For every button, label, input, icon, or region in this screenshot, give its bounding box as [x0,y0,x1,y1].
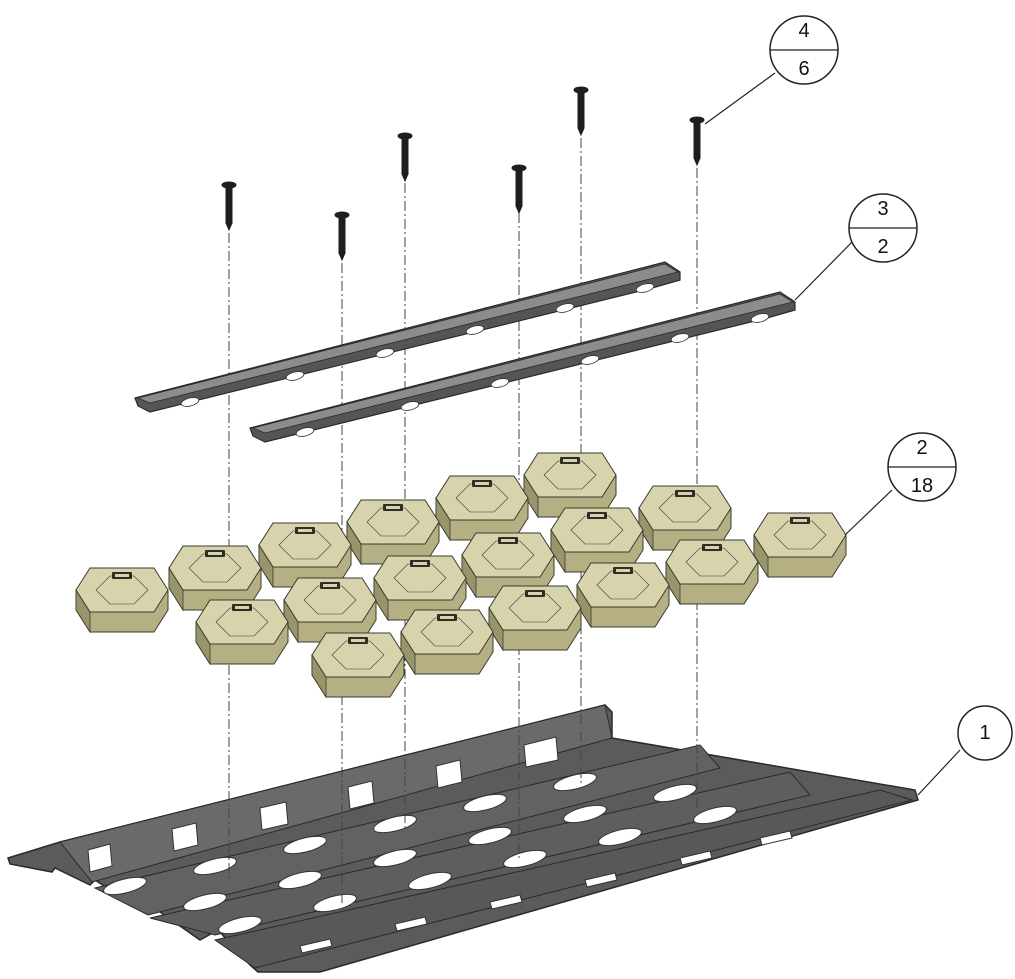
balloon-item-4: 4 6 [769,15,839,85]
balloon-item-3: 3 2 [848,193,918,263]
screw-5 [573,86,589,137]
tray-ridge-1 [59,704,613,883]
pad-6 [523,452,617,519]
retaining-strip-2 [249,291,796,443]
balloon-2-item: 2 [916,437,927,459]
pad-13 [311,632,405,699]
balloon-4-qty: 6 [798,58,809,80]
screw-4 [511,164,527,215]
pad-16 [576,562,670,629]
pad-5 [435,475,529,542]
pad-4 [346,499,440,566]
pad-3 [258,522,352,589]
pad-11 [550,507,644,574]
pads [75,452,847,699]
leader-lines [704,72,961,796]
screw-6 [689,116,705,167]
retaining-strip-1 [134,261,681,413]
balloon-item-2: 2 18 [887,432,957,502]
pad-15 [488,585,582,652]
balloon-3-qty: 2 [877,236,888,258]
tray-wall-cutouts [87,736,559,873]
screw-1 [221,181,237,232]
pad-18 [753,512,847,579]
pad-7 [195,599,289,666]
pad-14 [400,609,494,676]
pad-9 [373,555,467,622]
balloon-2-qty: 18 [911,475,933,497]
balloon-item-1: 1 [957,705,1013,761]
screw-2 [334,211,350,262]
tray-slots [103,772,737,935]
pad-8 [283,577,377,644]
balloon-1-item: 1 [979,722,990,744]
tray-rect-slots [299,830,793,954]
tray-ridge-4 [213,789,914,969]
screw-3 [397,132,413,183]
balloon-4-item: 4 [798,20,809,42]
base-tray [7,704,919,973]
pad-1 [75,567,169,634]
screws [221,86,705,262]
balloon-3-item: 3 [877,198,888,220]
pad-17 [665,539,759,606]
